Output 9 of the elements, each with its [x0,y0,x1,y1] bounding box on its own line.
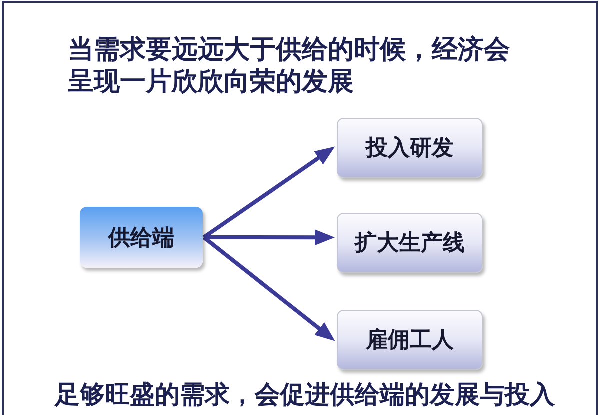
title: 当需求要远远大于供给的时候，经济会呈现一片欣欣向荣的发展 [68,34,511,98]
process-box: 扩大生产线 [337,213,483,273]
arrow [202,146,336,240]
arrow [202,236,336,342]
arrow [204,230,335,246]
caption: 足够旺盛的需求，会促进供给端的发展与投入 [55,380,555,410]
process-box: 供给端 [80,207,203,268]
process-box: 雇佣工人 [337,310,483,370]
process-box: 投入研发 [337,118,483,178]
